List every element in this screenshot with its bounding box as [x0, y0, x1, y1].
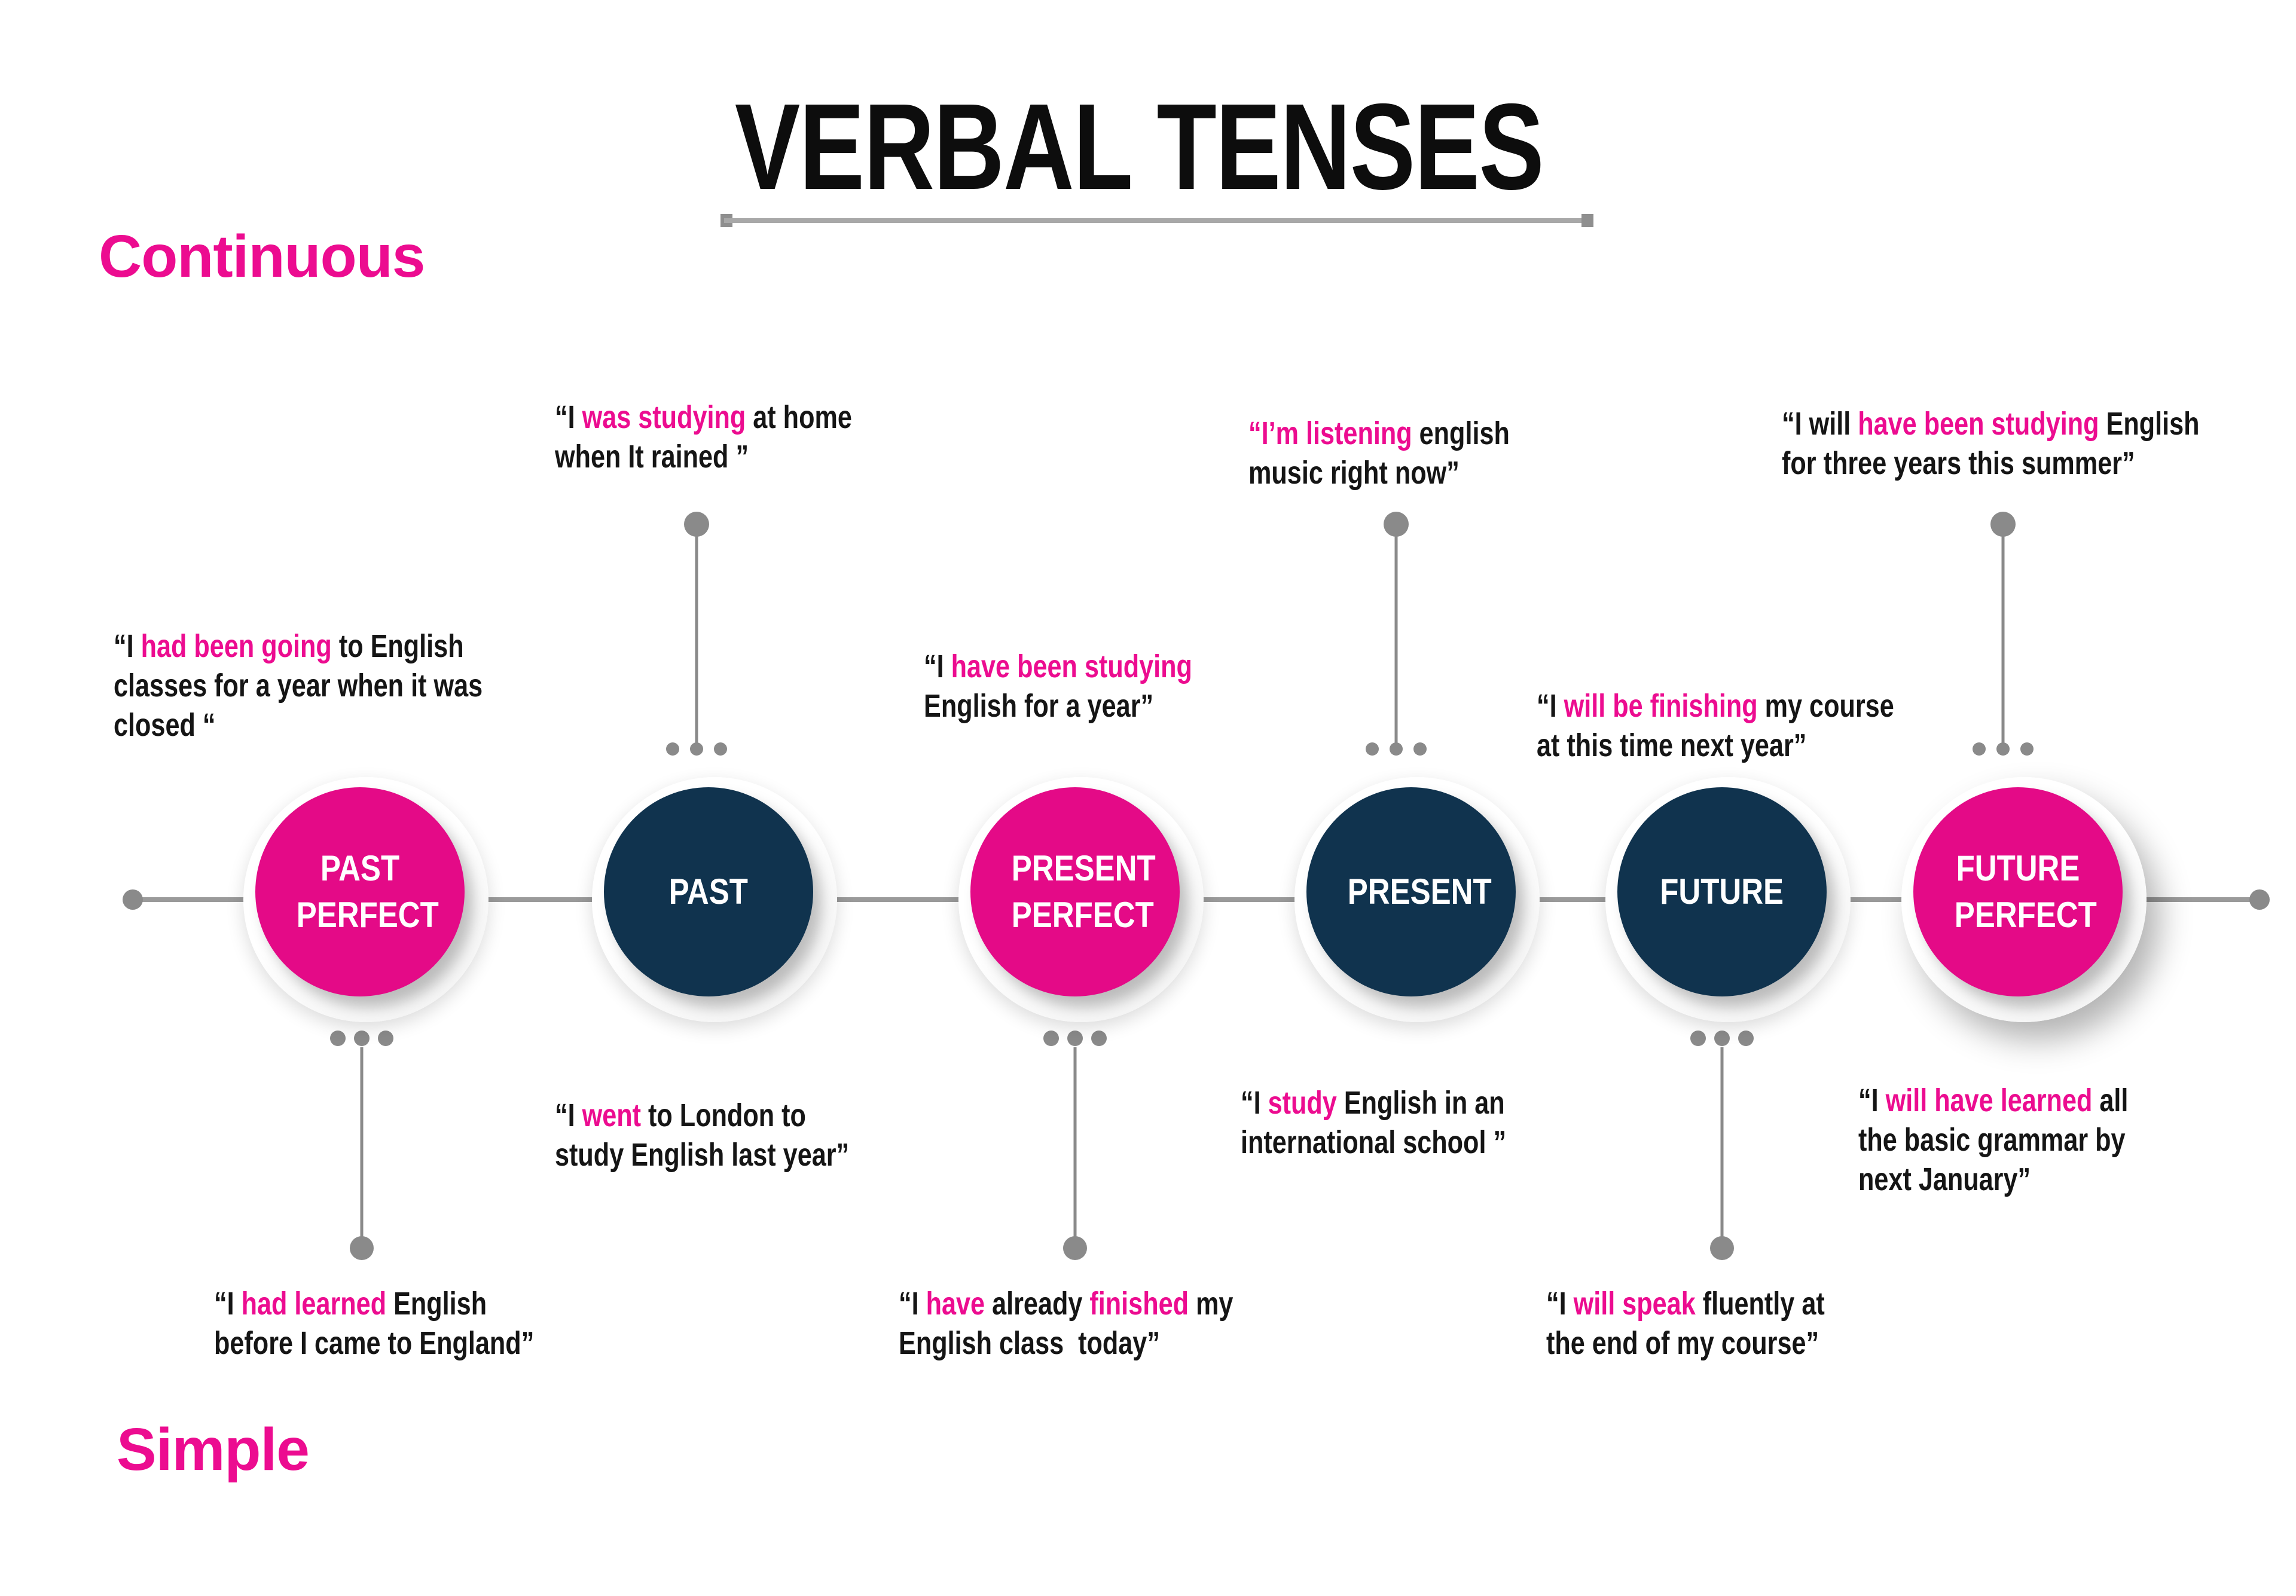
connector-line: [1394, 533, 1398, 744]
circle-present-perfect: PRESENT PERFECT: [970, 787, 1180, 996]
circle-label: PAST PERFECT: [296, 848, 439, 935]
circle-present: PRESENT: [1306, 787, 1516, 996]
circle-label: PAST: [668, 872, 749, 912]
circle-label: PRESENT PERFECT: [1011, 848, 1156, 935]
circle-label: PRESENT: [1347, 872, 1492, 912]
timeline-end-dot: [2249, 889, 2270, 910]
connector-dot: [1063, 1236, 1087, 1260]
node-present: PRESENT: [1294, 777, 1540, 1022]
connector-line: [360, 1047, 364, 1240]
underline-bar: [724, 218, 1590, 223]
connector-line: [1720, 1047, 1724, 1240]
connector-dot: [1710, 1236, 1734, 1260]
underline-right-cap: [1581, 214, 1593, 227]
node-past: PAST: [592, 777, 837, 1022]
connector-dot: [350, 1236, 374, 1260]
connector-dot: [1990, 512, 2016, 537]
connector-dot: [684, 512, 709, 537]
node-past-perfect: PAST PERFECT: [243, 777, 488, 1022]
node-future-perfect: FUTURE PERFECT: [1901, 777, 2147, 1022]
title-underline: [720, 213, 1593, 228]
connector-line: [2001, 533, 2005, 744]
connector-ellipsis-dots: [1973, 742, 2034, 756]
connector-ellipsis-dots: [330, 1031, 393, 1046]
circle-future-perfect: FUTURE PERFECT: [1913, 787, 2123, 996]
connector-ellipsis-dots: [666, 742, 727, 756]
connector-ellipsis-dots: [1043, 1031, 1107, 1046]
connector-ellipsis-dots: [1366, 742, 1427, 756]
timeline-start-dot: [123, 889, 143, 910]
page-title: VERBAL TENSES: [734, 78, 1544, 215]
circle-past: PAST: [604, 787, 813, 996]
connector-dot: [1384, 512, 1409, 537]
row-label-simple: Simple: [117, 1416, 310, 1483]
node-present-perfect: PRESENT PERFECT: [958, 777, 1204, 1022]
node-future: FUTURE: [1605, 777, 1851, 1022]
connector-ellipsis-dots: [1690, 1031, 1754, 1046]
circle-label: FUTURE PERFECT: [1954, 848, 2097, 935]
circle-future: FUTURE: [1617, 787, 1827, 996]
connector-line: [1073, 1047, 1077, 1240]
row-label-continuous: Continuous: [99, 223, 425, 290]
circle-label: FUTURE: [1660, 872, 1784, 912]
circle-past-perfect: PAST PERFECT: [255, 787, 465, 996]
connector-line: [695, 533, 698, 744]
